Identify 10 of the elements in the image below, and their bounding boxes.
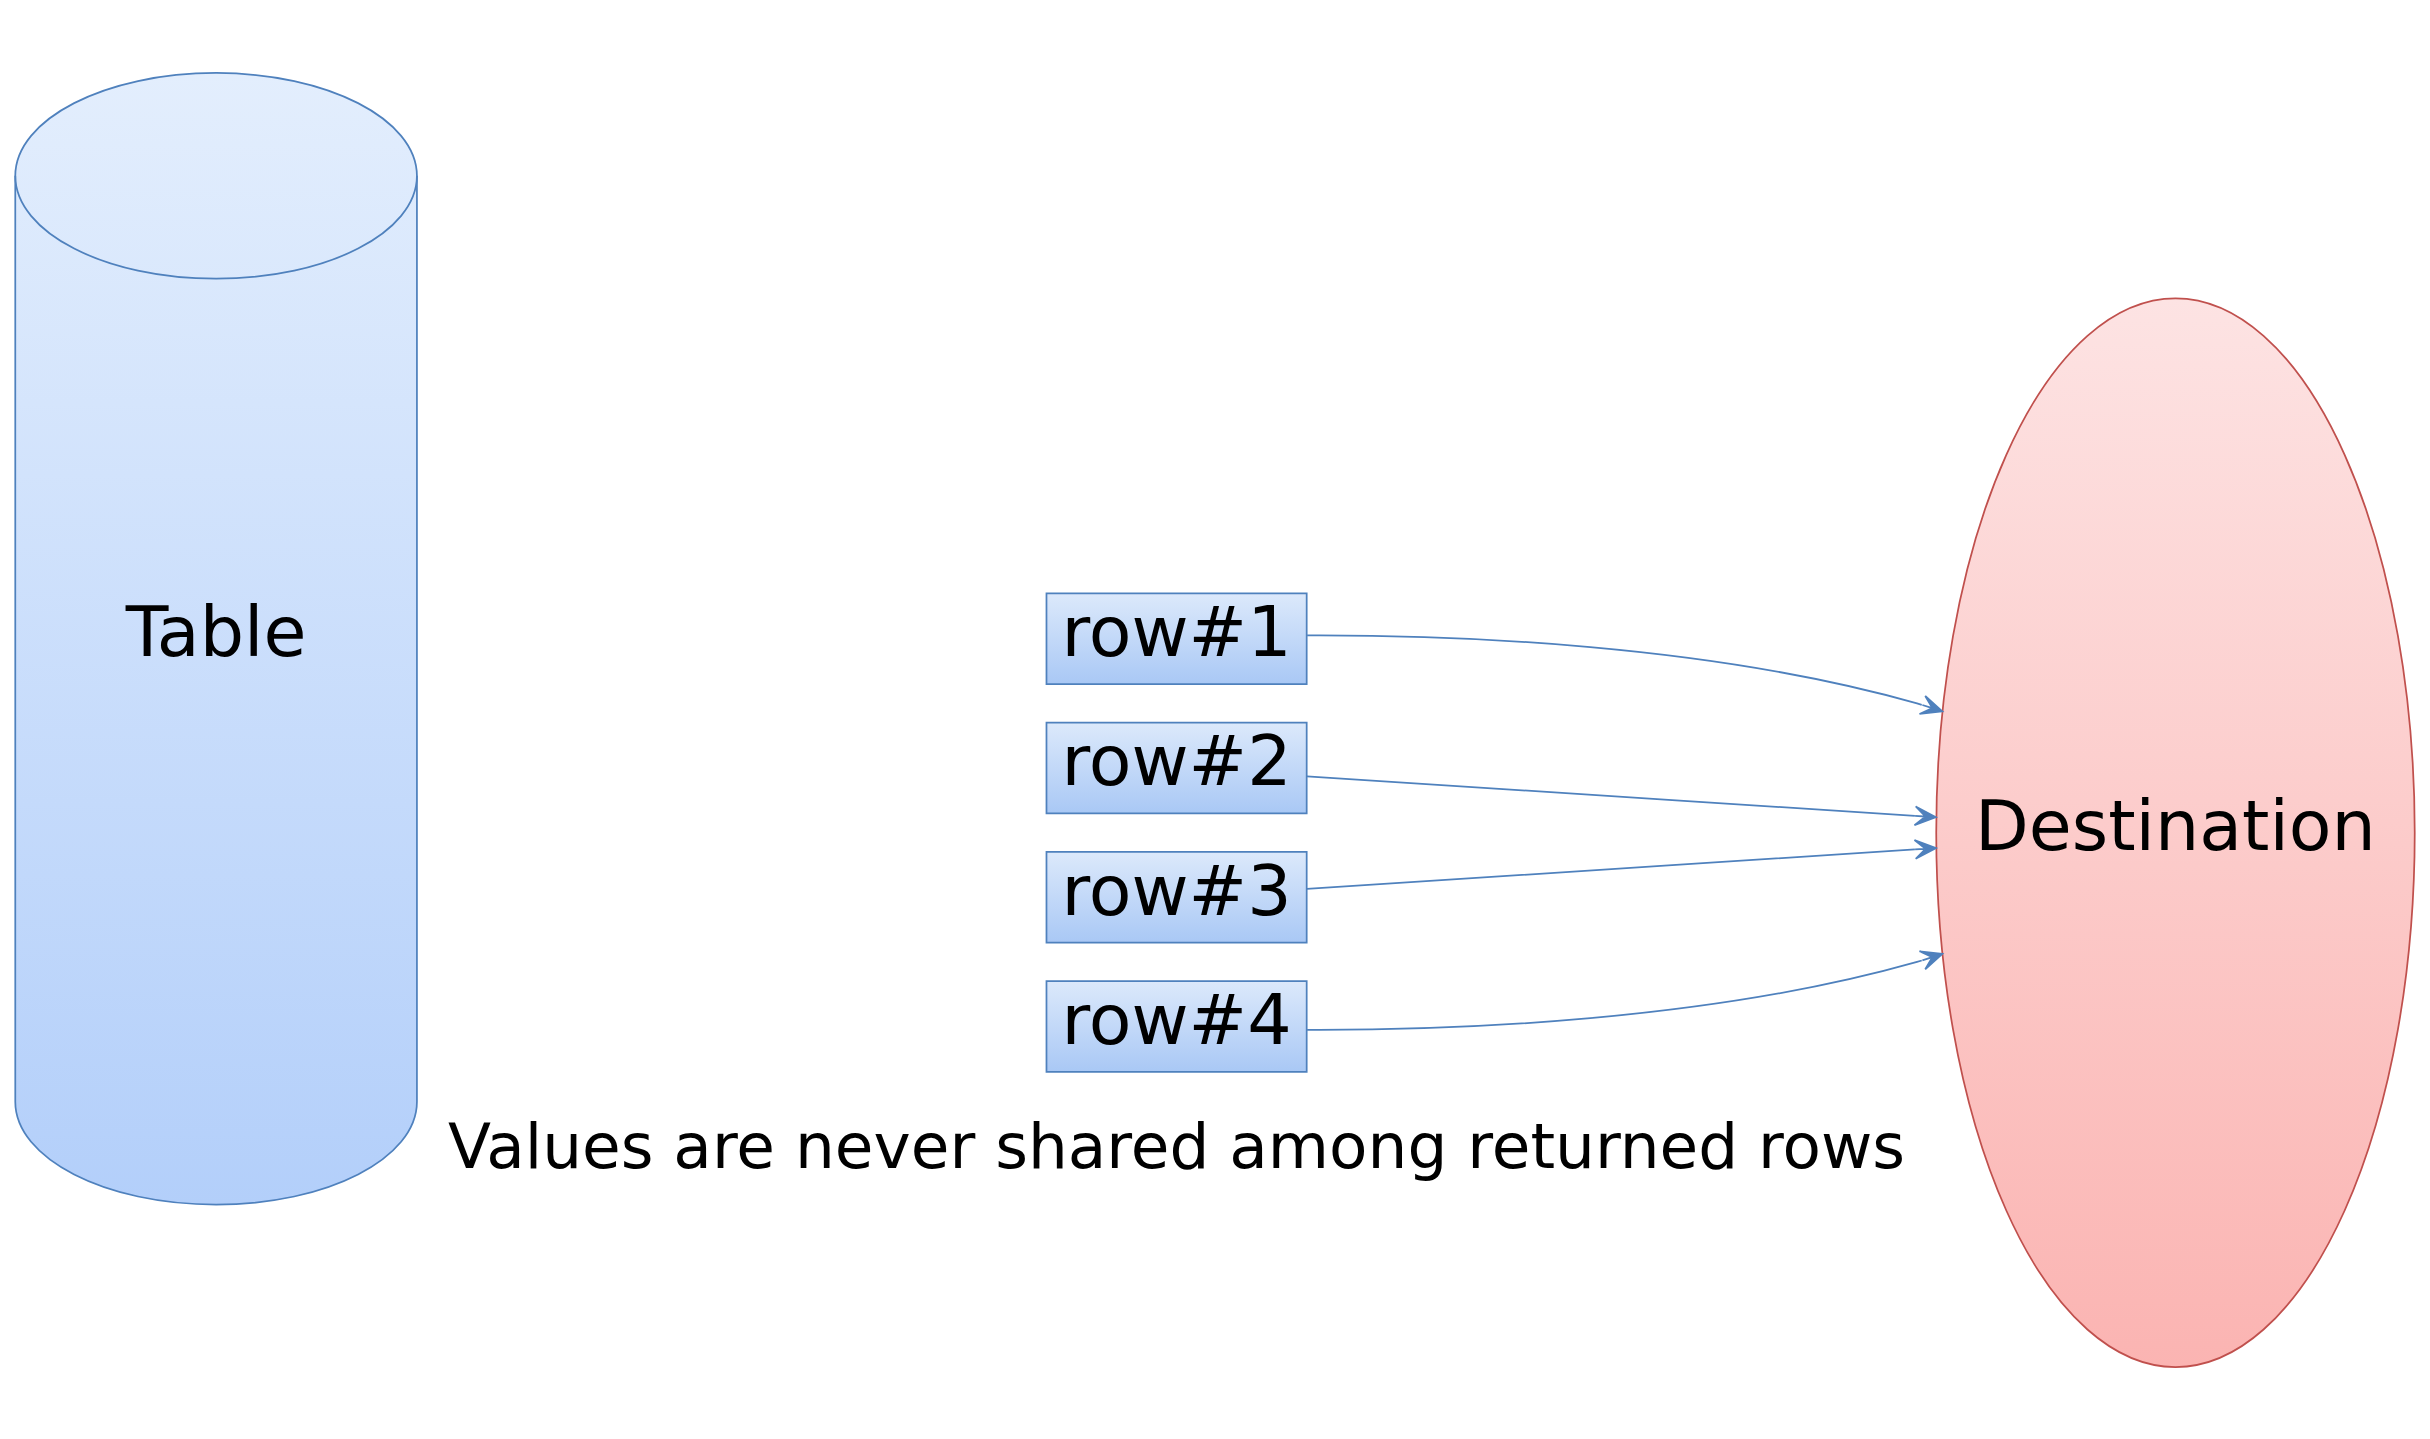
node-box: row#2 [1045, 721, 1308, 814]
node-box: row#3 [1045, 850, 1308, 944]
label: Values are never shared among returned rows [448, 1109, 1906, 1183]
node-box: row#1 [1045, 592, 1308, 685]
arrow [1306, 838, 1937, 890]
arrow [1306, 775, 1937, 826]
node-ellipse: Destination [1935, 296, 2416, 1368]
arrow [1306, 949, 1944, 1031]
node-box: row#4 [1045, 979, 1308, 1073]
arrow [1306, 634, 1944, 715]
